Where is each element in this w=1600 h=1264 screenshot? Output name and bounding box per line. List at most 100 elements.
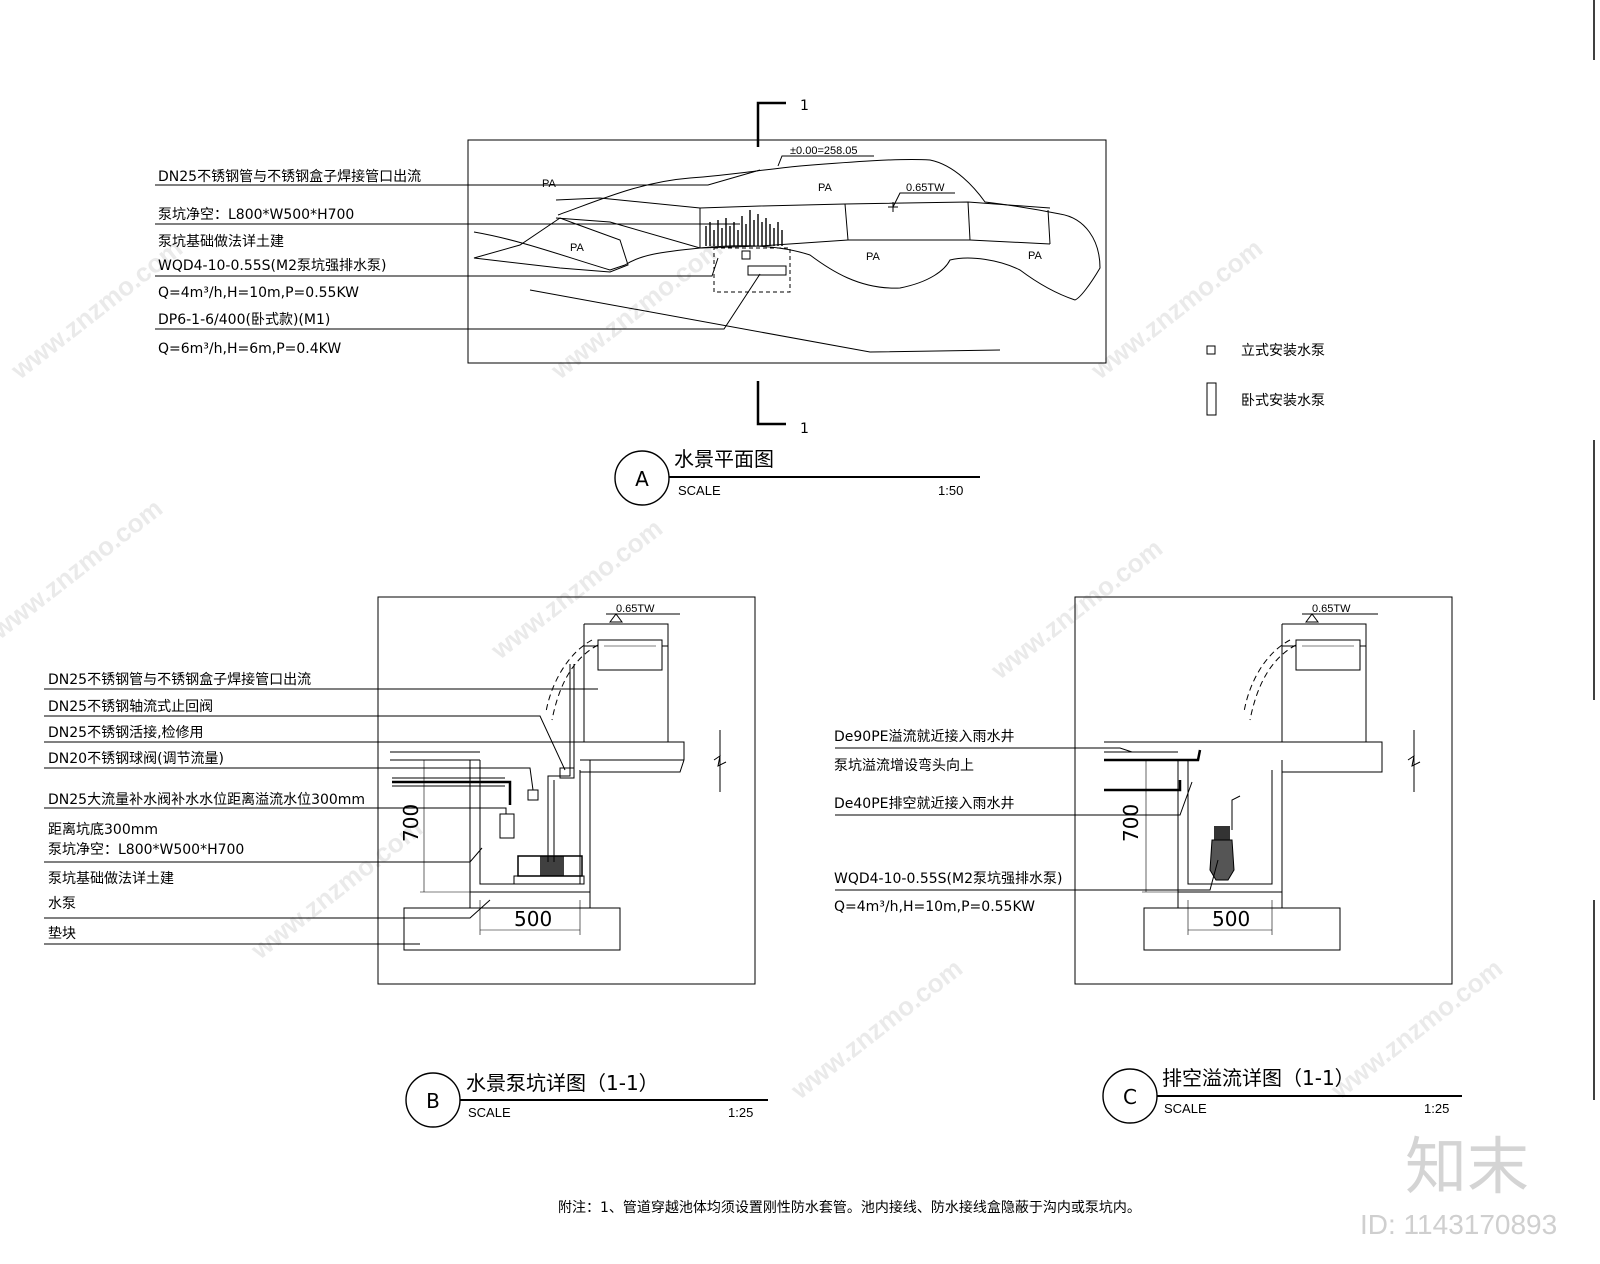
detail-b-callout: 垫块	[48, 926, 76, 942]
water-level-marker-c	[1302, 613, 1378, 623]
title-block-b: B 水景泵坑详图（1-1） SCALE 1:25	[405, 1071, 768, 1128]
plan-callout: 泵坑基础做法详土建	[158, 233, 284, 250]
outlet-box	[597, 639, 663, 671]
submersible-pump	[1209, 839, 1235, 881]
pit-base	[469, 892, 591, 908]
pa-label: PA	[818, 182, 833, 194]
title-b-scale: 1:25	[728, 1105, 753, 1120]
water-level-b: 0.65TW	[616, 603, 655, 615]
plan-callouts: DN25不锈钢管与不锈钢盒子焊接管口出流 泵坑净空：L800*W500*H700…	[158, 168, 421, 357]
title-block-c: C 排空溢流详图（1-1） SCALE 1:25	[1102, 1066, 1462, 1124]
detail-b-callout: 泵坑基础做法详土建	[48, 870, 174, 887]
title-c-scale-label: SCALE	[1164, 1101, 1207, 1116]
outlet-riser	[547, 664, 575, 862]
plan-callout: Q=6m³/h,H=6m,P=0.4KW	[158, 341, 341, 357]
pa-label: PA	[866, 251, 881, 263]
watermark-text: www.znzmo.com	[4, 233, 188, 386]
pond-outline-upper	[557, 158, 1101, 301]
plan-callout: DP6-1-6/400(卧式款)(M1)	[158, 312, 330, 328]
title-c-letter: C	[1123, 1085, 1137, 1109]
plan-frame	[467, 139, 1107, 364]
pump-c-top	[1214, 826, 1230, 840]
pa-label: PA	[542, 178, 557, 190]
pool-slab	[390, 741, 685, 761]
detail-b-callout: 泵坑净空：L800*W500*H700	[48, 842, 244, 858]
plan-a: 1 1 ±0.00=258.05 0.65TW	[155, 98, 1107, 437]
title-b-letter: B	[426, 1089, 440, 1113]
supply-pipe	[392, 777, 505, 787]
pump-pit-wall-c	[1177, 760, 1283, 893]
dim-height-line-c	[1142, 759, 1178, 893]
outlet-box-c	[1295, 639, 1361, 671]
watermark-text: www.znzmo.com	[984, 533, 1168, 686]
detail-c-callouts: De90PE溢流就近接入雨水井 泵坑溢流增设弯头向上 De40PE排空就近接入雨…	[834, 728, 1062, 915]
basin-upper-edge	[555, 197, 1051, 209]
general-note: 附注：1、管道穿越池体均须设置刚性防水套管。池内接线、防水接线盒隐蔽于沟内或泵坑…	[558, 1199, 1141, 1216]
detail-b-callouts: DN25不锈钢管与不锈钢盒子焊接管口出流 DN25不锈钢轴流式止回阀 DN25不…	[48, 671, 365, 942]
pond-shape-mid	[699, 245, 1076, 301]
detail-c-leaders	[835, 747, 1219, 891]
horizontal-pump-legend-icon	[1206, 382, 1217, 416]
section-marker-bottom	[756, 381, 786, 426]
detail-b-callout: 水泵	[48, 896, 76, 912]
legend-vertical-pump: 立式安装水泵	[1241, 343, 1325, 359]
pit-base-c	[1177, 892, 1283, 908]
long-diagonal	[529, 289, 1001, 353]
vertical-pump-symbol	[741, 250, 751, 260]
image-id: ID: 1143170893	[1360, 1209, 1557, 1240]
vertical-pump-legend-icon	[1206, 345, 1216, 355]
pump-b-motor	[540, 856, 564, 876]
detail-c-callout: De40PE排空就近接入雨水井	[834, 795, 1015, 812]
detail-b-callout: DN25不锈钢轴流式止回阀	[48, 699, 213, 715]
title-b-scale-label: SCALE	[468, 1105, 511, 1120]
dim-width-c: 500	[1212, 907, 1250, 931]
watermark-text: www.znzmo.com	[484, 513, 668, 666]
horizontal-pump-symbol	[747, 265, 787, 276]
inlet-pipe	[392, 780, 512, 805]
detail-c: 0.65TW 700 500 De90PE溢流就近接入雨水井 泵坑溢流增设弯头向…	[834, 596, 1453, 985]
water-level-c: 0.65TW	[1312, 603, 1351, 615]
pool-slab-right	[580, 759, 685, 773]
fountain-nozzles	[705, 210, 783, 246]
plan-callout: 泵坑净空：L800*W500*H700	[158, 207, 354, 223]
check-valve	[559, 767, 575, 779]
plan-callout: Q=4m³/h,H=10m,P=0.55KW	[158, 285, 359, 301]
float-valve	[499, 813, 515, 839]
detail-b-frame	[377, 596, 756, 985]
dim-width-b: 500	[514, 907, 552, 931]
pit-foundation	[403, 907, 621, 951]
section-marker-top	[756, 101, 786, 147]
pa-label: PA	[570, 242, 585, 254]
section-break-c	[1407, 730, 1421, 792]
plan-callout-leaders	[155, 169, 761, 330]
plan-callout: WQD4-10-0.55S(M2泵坑强排水泵)	[158, 258, 386, 274]
pit-foundation-c	[1143, 907, 1341, 951]
title-a-name: 水景平面图	[674, 447, 774, 471]
detail-b-callout: 距离坑底300mm	[48, 821, 158, 838]
legend-horizontal-pump: 卧式安装水泵	[1241, 393, 1325, 409]
detail-b-callout: DN25不锈钢管与不锈钢盒子焊接管口出流	[48, 671, 311, 688]
pa-label: PA	[1028, 250, 1043, 262]
title-b-name: 水景泵坑详图（1-1）	[466, 1071, 659, 1095]
watermark-text: www.znzmo.com	[0, 493, 168, 646]
title-c-name: 排空溢流详图（1-1）	[1162, 1066, 1355, 1090]
detail-b-leaders	[44, 688, 598, 945]
water-arc-c	[1243, 639, 1297, 721]
basin-joints	[699, 201, 1051, 248]
title-a-letter: A	[635, 467, 649, 491]
overflow-pipe	[1104, 749, 1202, 762]
detail-c-callout: WQD4-10-0.55S(M2泵坑强排水泵)	[834, 871, 1062, 887]
water-level-marker	[606, 613, 680, 623]
drain-pipe	[1104, 780, 1182, 792]
section-label-top: 1	[800, 98, 809, 114]
basin-lower-edge	[555, 217, 1051, 249]
water-arc	[545, 639, 599, 721]
dim-height-b: 700	[399, 804, 423, 842]
title-a-scale-label: SCALE	[678, 483, 721, 498]
feature-wall-c	[1281, 623, 1367, 742]
dim-width-line-c	[1187, 900, 1273, 935]
section-break	[713, 730, 727, 792]
water-level-label: 0.65TW	[906, 182, 945, 194]
dim-width-line	[479, 900, 581, 935]
dim-height-c: 700	[1119, 804, 1143, 842]
